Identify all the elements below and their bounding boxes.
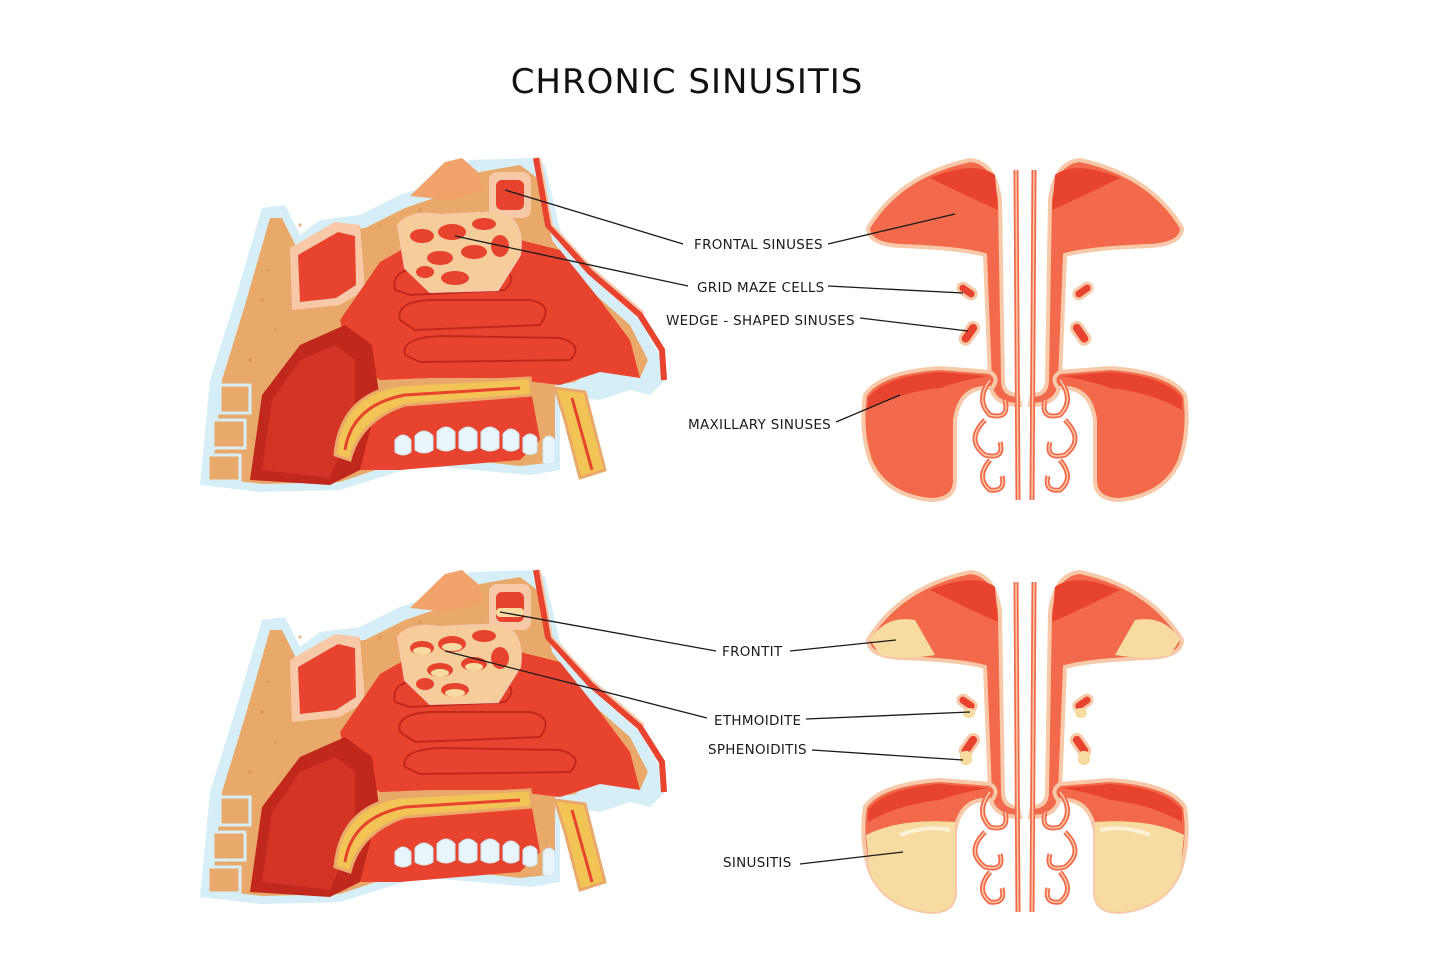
diagram-title: CHRONIC SINUSITIS [511,62,864,102]
leader-grid-map [827,285,964,294]
leader-frontal-map [827,213,956,245]
inflamed-sinus-map [863,572,1186,912]
healthy-sinus-map [863,160,1186,500]
label-ethmoidite: ETHMOIDITE [714,713,801,729]
leader-maxillary-map [835,394,901,423]
leader-frontal-head [504,189,684,245]
leader-frontit-head [499,611,717,652]
leader-ethmoidite-head [444,650,708,719]
inflamed-head-section [200,570,665,904]
label-frontit: FRONTIT [722,644,783,660]
label-sphenoiditis: SPHENOIDITIS [708,742,807,758]
healthy-labels: FRONTAL SINUSES GRID MAZE CELLS WEDGE - … [454,189,969,433]
leader-ethmoidite-map [805,711,971,720]
healthy-head-section [200,158,665,492]
leader-sinusitis-map [799,851,904,865]
label-frontal-sinuses: FRONTAL SINUSES [694,237,823,253]
label-grid-maze-cells: GRID MAZE CELLS [697,280,825,296]
leader-sphenoiditis-map [811,749,964,761]
inflamed-labels: FRONTIT ETHMOIDITE SPHENOIDITIS SINUSITI… [444,611,971,871]
label-maxillary-sinuses: MAXILLARY SINUSES [688,417,831,433]
leader-grid-head [454,235,689,287]
leader-frontit-map [789,639,897,652]
label-wedge-shaped-sinuses: WEDGE - SHAPED SINUSES [666,313,855,329]
leader-wedge-map [859,317,969,332]
label-sinusitis: SINUSITIS [723,855,792,871]
